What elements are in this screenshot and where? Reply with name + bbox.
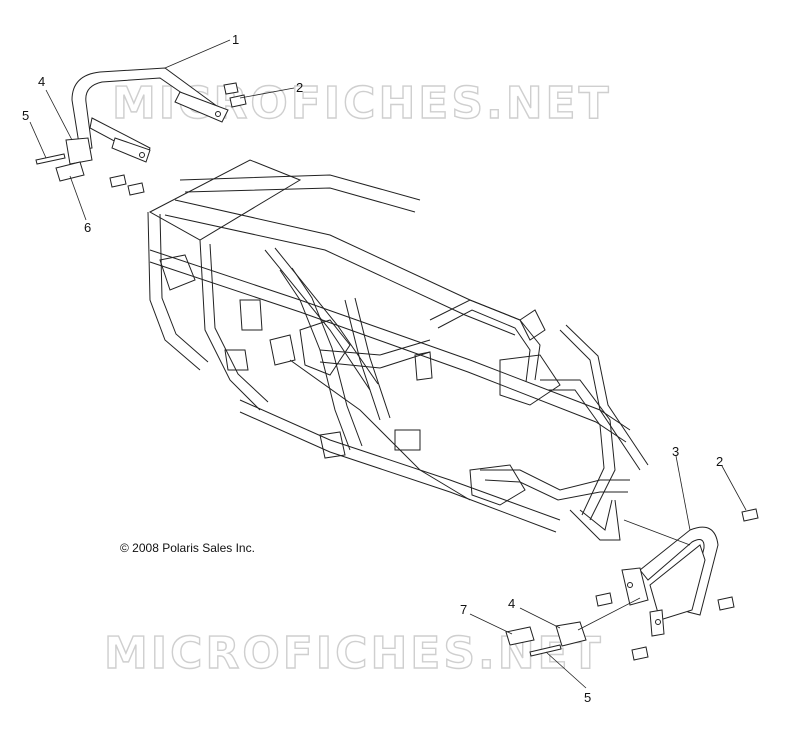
leader-lines xyxy=(29,39,747,689)
rear-bumper xyxy=(71,67,229,163)
chassis-frame xyxy=(147,159,649,541)
callout-2-rear: 2 xyxy=(296,80,303,95)
front-bumper xyxy=(621,526,719,637)
callout-6: 6 xyxy=(84,220,91,235)
callout-4-rear: 4 xyxy=(38,74,45,89)
callout-5-rear: 5 xyxy=(22,108,29,123)
callout-4-front: 4 xyxy=(508,596,515,611)
callout-7: 7 xyxy=(460,602,467,617)
callout-2-front: 2 xyxy=(716,454,723,469)
callout-3: 3 xyxy=(672,444,679,459)
rear-hardware xyxy=(35,82,247,196)
callout-5-front: 5 xyxy=(584,690,591,705)
front-hardware xyxy=(505,508,759,661)
callout-1: 1 xyxy=(232,32,239,47)
copyright-notice: © 2008 Polaris Sales Inc. xyxy=(120,541,255,555)
